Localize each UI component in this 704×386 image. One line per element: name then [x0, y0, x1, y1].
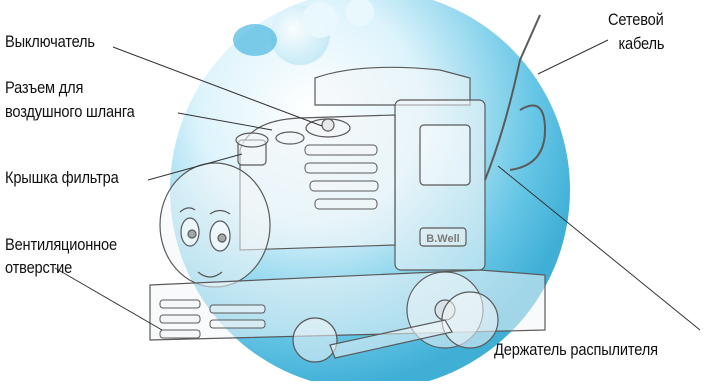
- leader-lines: [54, 39, 701, 331]
- label-vent-line2: отверстие: [5, 258, 73, 277]
- label-vent-line1: Вентиляционное: [5, 235, 117, 254]
- locomotive-illustration: [149, 14, 547, 363]
- label-air-hose-line1: Разъем для: [5, 78, 84, 97]
- label-air-hose-line2: воздушного шланга: [5, 102, 135, 121]
- brand-badge: B.Well: [426, 233, 459, 245]
- label-filter-cover: Крышка фильтра: [5, 168, 119, 187]
- label-switch: Выключатель: [5, 32, 95, 51]
- label-nebulizer-holder: Держатель распылителя: [494, 340, 658, 359]
- label-power-cable-line2: кабель: [618, 34, 664, 53]
- label-power-cable-line1: Сетевой: [608, 10, 664, 29]
